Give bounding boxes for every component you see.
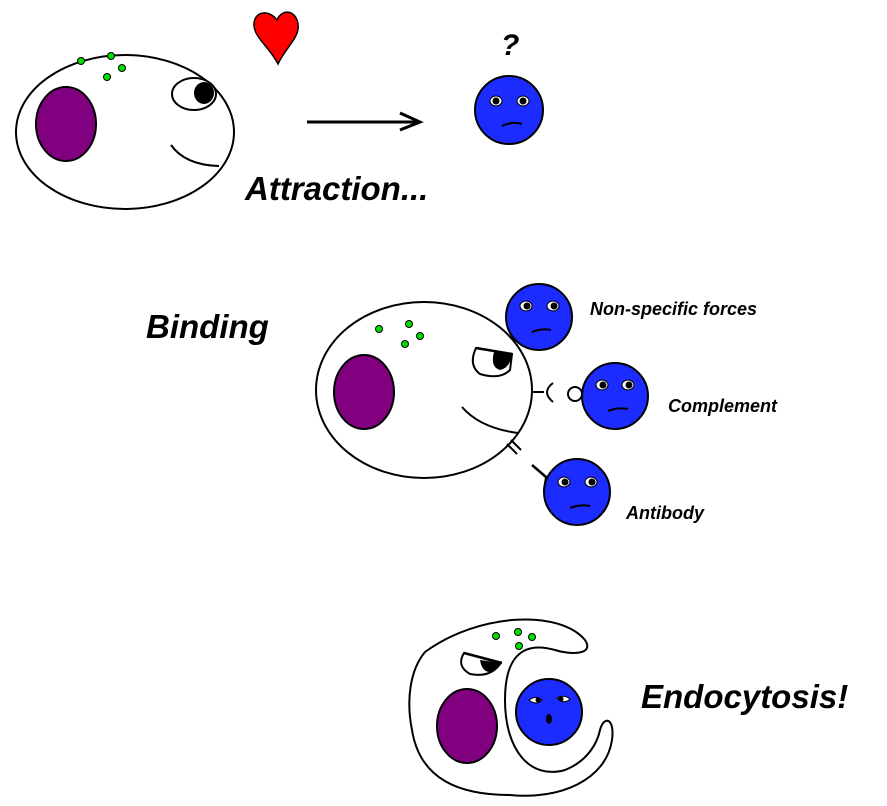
mechanism-label-nonspecific: Non-specific forces [590, 299, 757, 319]
phagocyte-cell [408, 618, 614, 797]
question-mark-icon: ? [501, 29, 519, 62]
pupil [194, 82, 214, 104]
open-mouth [546, 714, 552, 724]
cell-membrane [315, 301, 533, 479]
arrow-right-icon [307, 111, 424, 132]
granule [401, 340, 409, 348]
heart-icon [253, 11, 299, 66]
granule [514, 628, 522, 636]
stage-label-binding: Binding [146, 308, 269, 345]
granule [515, 642, 523, 650]
granule [528, 633, 536, 641]
granule [77, 57, 85, 65]
smile [170, 144, 220, 167]
pupil [480, 660, 501, 672]
engulfed-bacterium [515, 678, 583, 746]
granule [405, 320, 413, 328]
nucleus [333, 354, 395, 430]
bacterium-complement [567, 362, 649, 430]
mechanism-label-antibody: Antibody [625, 503, 705, 523]
complement-protein [567, 386, 583, 402]
granule [107, 52, 115, 60]
nucleus [35, 86, 97, 162]
stage-label-endocytosis: Endocytosis! [641, 678, 848, 715]
granule [103, 73, 111, 81]
stage-attraction: ? Attraction... [15, 11, 544, 210]
angry-brow [463, 651, 503, 665]
phagocyte-cell [315, 301, 554, 479]
smile [461, 406, 519, 434]
stage-endocytosis: Endocytosis! [408, 618, 848, 797]
complement-receptor-cup [546, 382, 554, 403]
granule [492, 632, 500, 640]
antibody [531, 464, 547, 478]
nucleus [436, 688, 498, 764]
angry-brow [475, 346, 513, 356]
pupil [492, 352, 512, 370]
stage-label-attraction: Attraction... [244, 170, 428, 207]
granule [375, 325, 383, 333]
stage-binding: Binding Non-speci [146, 283, 778, 526]
bacterium-antibody [531, 458, 611, 526]
granule [416, 332, 424, 340]
fc-receptor [506, 443, 518, 455]
bacterium-nonspecific [505, 283, 573, 351]
fc-receptor [510, 439, 522, 451]
granule [118, 64, 126, 72]
bacterium [474, 75, 544, 145]
mechanism-label-complement: Complement [668, 396, 778, 416]
phagocyte-cell [15, 52, 235, 210]
